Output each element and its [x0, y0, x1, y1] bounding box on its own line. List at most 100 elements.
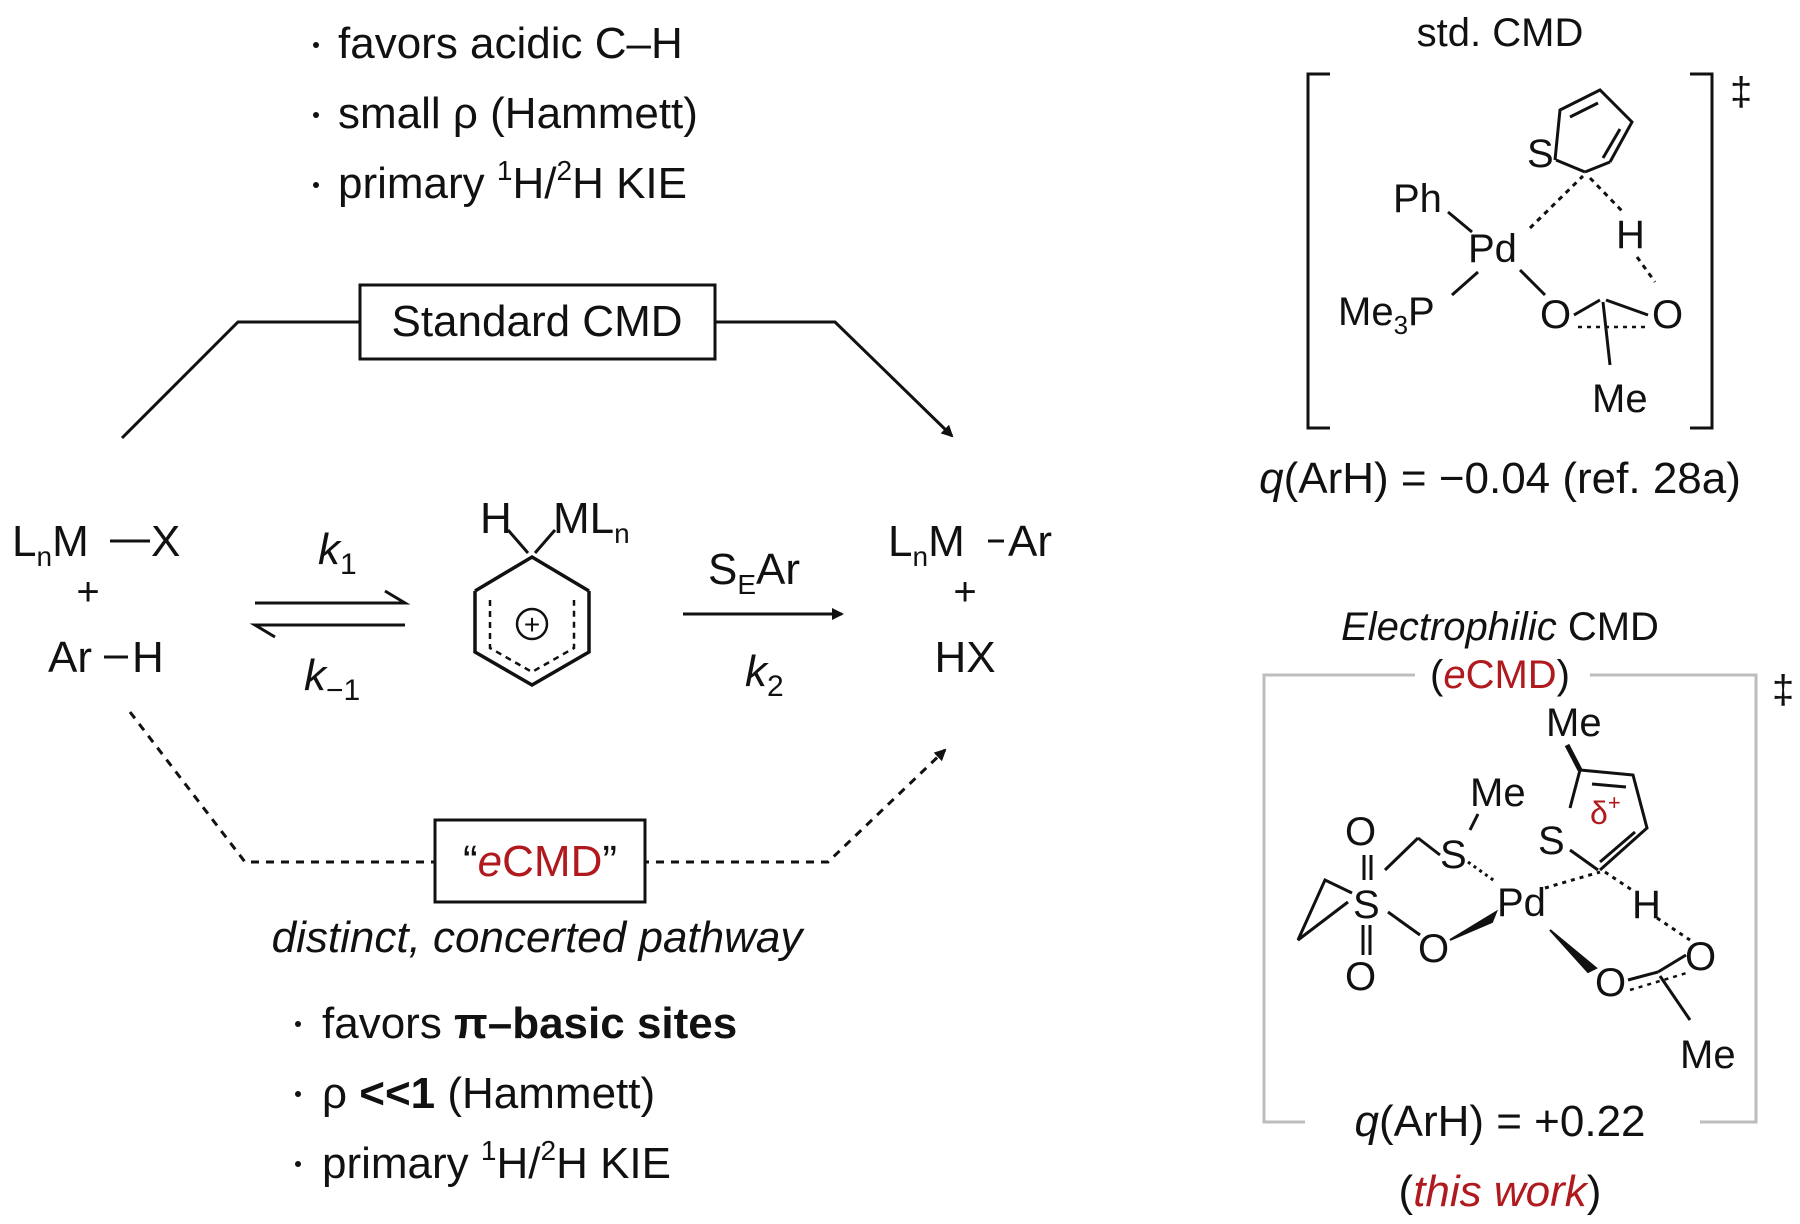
ecmd-transition-state: Electrophilic CMD (eCMD) ‡ Me S δ+ Me S … — [1262, 605, 1794, 1216]
left-bracket — [1306, 72, 1330, 430]
wheland-intermediate: H MLn + — [473, 494, 630, 688]
standard-cmd-box — [358, 283, 717, 361]
reactants: LnM X + Ar H — [12, 517, 180, 682]
ecmd-o-ac1: O — [1595, 961, 1626, 1005]
std-me: Me — [1592, 377, 1648, 421]
std-h: H — [1616, 213, 1645, 257]
k-1-label: k−1 — [304, 651, 360, 707]
c-h-dashed — [1588, 176, 1625, 214]
ecmd-charge: q(ArH) = +0.22 — [1354, 1097, 1645, 1146]
product-lnm: LnM — [888, 517, 965, 572]
reverse-harpoon — [249, 623, 405, 639]
sultone-ring-chain — [1296, 877, 1353, 942]
right-bracket — [1690, 72, 1714, 430]
wheland-mln: MLn — [553, 494, 630, 549]
delta-plus: δ+ — [1590, 790, 1621, 831]
ecmd-thiophene-double-2 — [1599, 830, 1636, 864]
product-ar: Ar — [1008, 517, 1052, 566]
bottom-bullet-3: primary 1H/2H KIE — [322, 1135, 671, 1188]
ecmd-o-pd: O — [1418, 927, 1449, 971]
bottom-bullet-list: favors π–basic sites ρ <<1 (Hammett) pri… — [295, 999, 737, 1188]
product-hx: HX — [934, 633, 995, 682]
p-pd-bond — [1451, 270, 1479, 297]
equilibrium-arrows: k1 k−1 — [249, 525, 411, 707]
h-c-bond — [506, 529, 530, 554]
thiophene-ring — [1553, 88, 1634, 163]
std-o1: O — [1540, 293, 1571, 337]
s-c-ring-bond — [1569, 848, 1599, 872]
s-ch2-ring — [1383, 836, 1420, 872]
ring-bonds — [473, 554, 591, 688]
c-me-acetate — [1658, 975, 1692, 1021]
ecmd-thiophene-ring — [1579, 768, 1649, 872]
bullet-dot — [313, 182, 319, 188]
c-ml-bond — [533, 529, 557, 554]
me-s-bond — [1468, 813, 1480, 831]
top-bullet-list: favors acidic C–H small ρ (Hammett) prim… — [313, 19, 698, 208]
c-me-bond — [1601, 301, 1612, 366]
top-bullet-1: favors acidic C–H — [338, 19, 683, 68]
thiophene-double-bond-2 — [1601, 128, 1622, 159]
c-ring-bond — [1584, 160, 1611, 174]
h-o-hash — [1656, 916, 1691, 942]
pd-o-bond — [1518, 268, 1547, 297]
pd-o-wedge — [1549, 929, 1598, 974]
bullet-dot — [295, 1161, 301, 1167]
ecmd-o-ac2: O — [1685, 935, 1716, 979]
std-thiophene-s: S — [1527, 132, 1554, 176]
wheland-h: H — [480, 494, 512, 543]
bottom-bullet-1: favors π–basic sites — [322, 999, 737, 1048]
standard-cmd-label: Standard CMD — [391, 297, 682, 346]
ecmd-pathway: “eCMD” distinct, concerted pathway — [128, 711, 947, 962]
ecmd-ts-title: Electrophilic CMD — [1341, 605, 1659, 649]
ecmd-me-top: Me — [1546, 701, 1602, 745]
s-c-bond — [1555, 158, 1586, 174]
ecmd-label: “eCMD” — [463, 837, 617, 886]
pathway-caption: distinct, concerted pathway — [272, 913, 806, 962]
ecmd-me-ac: Me — [1680, 1033, 1736, 1077]
bottom-bullet-2: ρ <<1 (Hammett) — [322, 1069, 655, 1118]
std-cmd-transition-state: std. CMD ‡ S Ph Pd H Me3P O O Me q(ArH) … — [1259, 11, 1752, 503]
ecmd-pd: Pd — [1497, 881, 1546, 925]
ecmd-sulfonyl-s: S — [1353, 883, 1380, 927]
positive-charge-circle — [515, 607, 549, 641]
ph-pd-bond — [1447, 210, 1473, 234]
reactant-h: H — [132, 633, 164, 682]
top-bullet-3: primary 1H/2H KIE — [338, 155, 687, 208]
bullet-dot — [313, 112, 319, 118]
reactant-lnm: LnM — [12, 517, 89, 572]
ecmd-box — [433, 818, 647, 904]
o-pd-wedge — [1449, 909, 1499, 941]
thiophene-double-bond — [1569, 101, 1599, 119]
ecmd-ts-subtitle: (eCMD) — [1430, 653, 1570, 697]
ecmd-ts-dagger: ‡ — [1772, 668, 1794, 712]
c-s-bond — [1568, 769, 1582, 809]
standard-cmd-pathway: Standard CMD — [120, 283, 954, 440]
products: LnM Ar + HX — [888, 517, 1052, 682]
s-o-pd-bond — [1387, 910, 1421, 937]
std-charge: q(ArH) = −0.04 (ref. 28a) — [1259, 454, 1741, 503]
forward-harpoon — [255, 589, 411, 605]
wheland-charge: + — [524, 609, 540, 640]
reactant-ar: Ar — [48, 633, 92, 682]
ecmd-thioether-s: S — [1440, 833, 1467, 877]
bullet-dot — [295, 1021, 301, 1027]
c-o-bond — [1605, 298, 1649, 317]
o-c-bond — [1573, 298, 1601, 317]
me-c-bond — [1564, 743, 1583, 772]
k2-label: k2 — [745, 647, 784, 703]
top-bullet-2: small ρ (Hammett) — [338, 89, 698, 138]
ecmd-thiophene-double — [1591, 782, 1627, 789]
bullet-dot — [295, 1091, 301, 1097]
pd-c-dashed — [1528, 174, 1585, 230]
ecmd-this-work: (this work) — [1399, 1167, 1602, 1216]
std-ts-dagger: ‡ — [1730, 70, 1752, 114]
std-ph: Ph — [1393, 177, 1442, 221]
s-pd-hash — [1467, 860, 1497, 884]
std-ts-title: std. CMD — [1417, 11, 1584, 55]
reactant-plus: + — [76, 570, 99, 614]
ecmd-h: H — [1632, 883, 1661, 927]
c-h-hash — [1604, 870, 1633, 892]
ecmd-me-s: Me — [1470, 771, 1526, 815]
